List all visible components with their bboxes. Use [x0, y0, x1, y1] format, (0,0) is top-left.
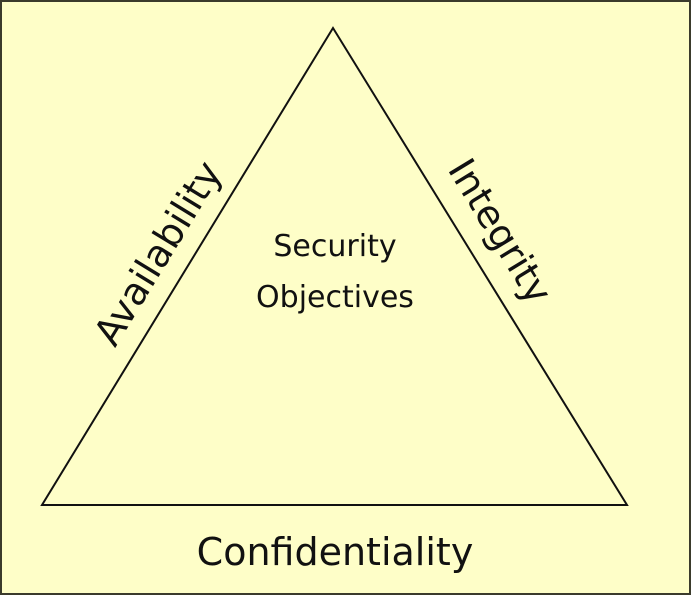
center-title-line2: Objectives	[256, 280, 414, 315]
center-title-line1: Security	[273, 229, 396, 264]
availability-label: Availability	[85, 153, 230, 353]
confidentiality-label: Confidentiality	[197, 530, 474, 574]
triangle	[40, 26, 629, 506]
